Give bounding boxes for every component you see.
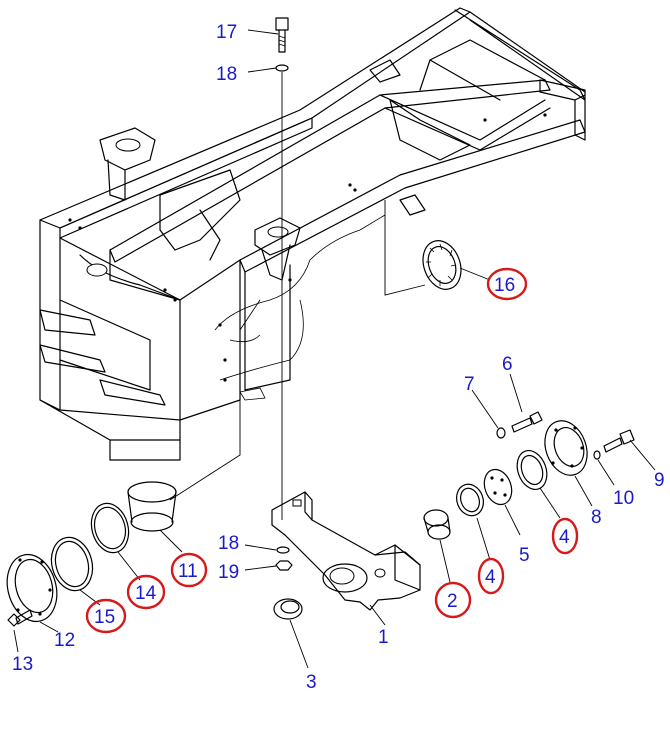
label-15: 15 [94, 607, 115, 628]
pivot-bracket-1 [271, 491, 421, 611]
label-18-top: 18 [216, 64, 237, 85]
label-9: 9 [654, 470, 665, 491]
label-16: 16 [494, 275, 515, 296]
bushing-11 [127, 481, 177, 532]
washer-18-lower [276, 546, 290, 554]
label-3: 3 [306, 672, 317, 693]
label-19: 19 [218, 562, 239, 583]
cap-12 [6, 553, 58, 623]
label-12: 12 [54, 630, 75, 651]
cap-8 [544, 420, 588, 476]
highlight-ring-16 [486, 267, 528, 301]
bushing-3 [273, 598, 303, 620]
label-4-lower: 4 [485, 567, 496, 588]
ring-15 [50, 536, 94, 592]
washer-7 [496, 427, 506, 439]
ring-4-lower [456, 483, 484, 517]
label-11: 11 [178, 561, 198, 582]
highlight-ring-15 [85, 598, 127, 634]
label-17: 17 [216, 22, 237, 43]
label-13: 13 [12, 654, 33, 675]
label-14: 14 [135, 583, 157, 604]
label-10: 10 [613, 488, 634, 509]
highlight-ring-14 [126, 574, 166, 610]
label-5: 5 [519, 545, 530, 566]
ring-16 [422, 240, 462, 290]
label-18-lower: 18 [218, 533, 239, 554]
label-1: 1 [378, 627, 389, 648]
label-8: 8 [591, 507, 602, 528]
highlight-ring-2 [434, 581, 472, 619]
label-2: 2 [447, 591, 458, 612]
bolt-9 [603, 429, 635, 453]
highlight-ring-4-lower [477, 557, 505, 595]
plate-5 [483, 468, 513, 506]
bolt-6 [511, 411, 543, 433]
main-frame [39, 7, 586, 461]
bushing-2 [423, 509, 451, 540]
label-4-upper: 4 [559, 527, 570, 548]
nut-19 [275, 560, 293, 571]
washer-18-top [275, 64, 289, 72]
washer-10 [593, 450, 601, 460]
highlight-ring-4-upper [551, 517, 579, 555]
ring-4-upper [516, 450, 548, 490]
ring-14 [90, 502, 130, 554]
part-labels: 17 18 16 6 7 9 10 8 4 5 4 2 1 3 18 19 11… [12, 22, 665, 693]
bolt-17 [275, 17, 289, 53]
bolt-13 [7, 609, 33, 627]
highlight-rings [85, 267, 579, 634]
label-7: 7 [464, 374, 475, 395]
label-6: 6 [502, 354, 513, 375]
highlight-ring-11 [170, 552, 208, 588]
